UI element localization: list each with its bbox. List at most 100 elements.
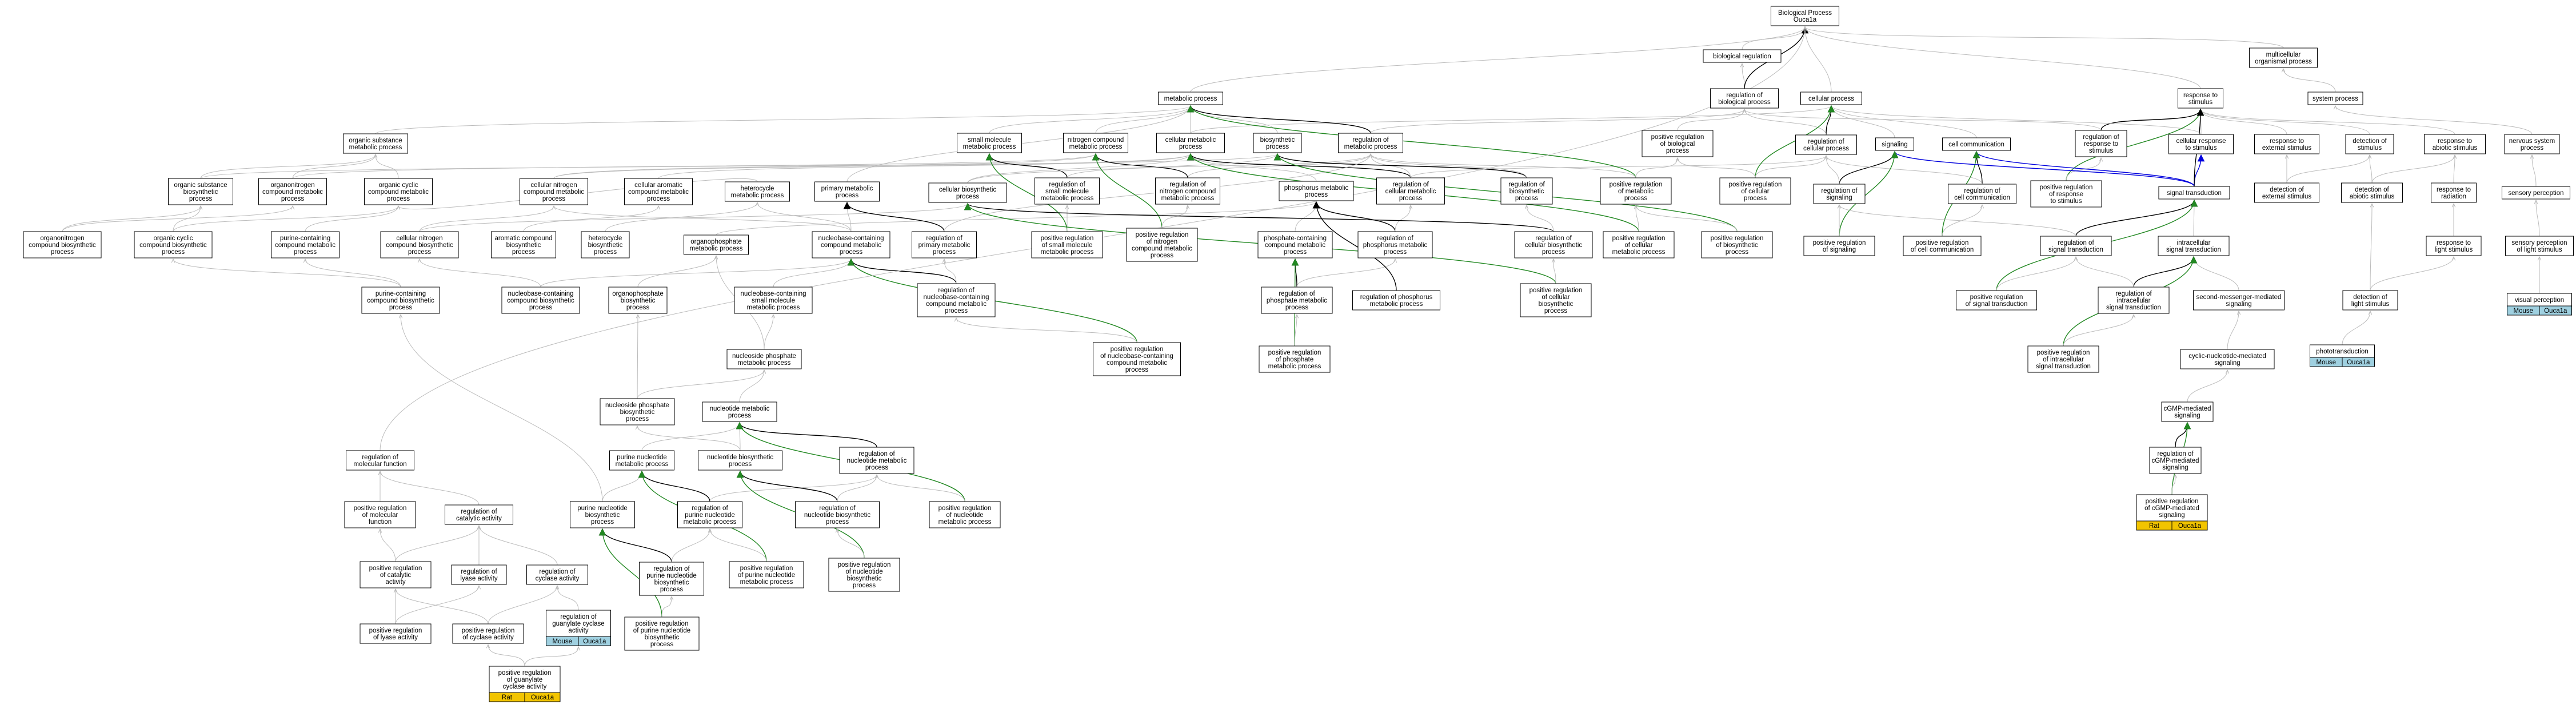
go-term-node[interactable]: system process xyxy=(2307,92,2363,105)
go-term-node[interactable]: regulation ofnucleobase-containingcompou… xyxy=(917,283,996,317)
go-term-node[interactable]: cellular process xyxy=(1800,92,1862,105)
go-term-node[interactable]: sensory perception xyxy=(2502,186,2570,200)
go-term-node[interactable]: metabolic process xyxy=(1158,92,1223,105)
go-term-node[interactable]: biological regulation xyxy=(1703,49,1782,63)
go-term-node[interactable]: signaling xyxy=(1875,137,1914,151)
go-term-node[interactable]: cell communication xyxy=(1942,137,2011,151)
go-term-node[interactable]: signal transduction xyxy=(2158,186,2230,200)
